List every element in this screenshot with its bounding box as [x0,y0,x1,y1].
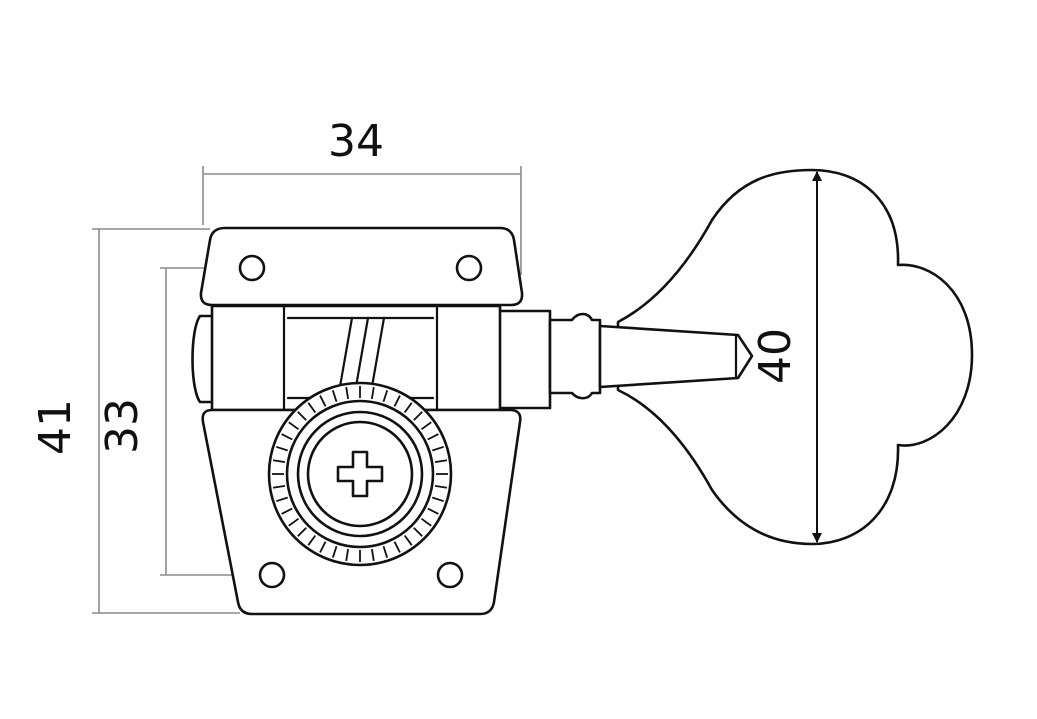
serration-tick [434,459,448,463]
mounting-hole-top-left [238,254,266,282]
housing-end-cap [191,314,216,404]
serration-tick [288,517,300,527]
serration-tick [272,459,286,463]
phillips-screw-icon [336,450,384,498]
serration-tick [281,507,293,515]
serration-tick [345,386,349,400]
top-mounting-plate [199,226,524,307]
serration-tick [307,402,317,414]
dimension-label-34: 34 [328,116,384,167]
serration-tick [382,546,389,558]
serration-tick [403,534,413,546]
key-butterfly-outline [616,168,974,546]
shaft-neck [548,312,602,400]
gear-housing [191,304,502,412]
serration-tick [297,527,307,537]
shaft-collar [496,309,552,410]
serration-tick [420,517,432,527]
serration-tick [427,507,439,515]
bushing [267,381,453,567]
serration-tick [371,548,375,562]
serration-tick [413,527,423,537]
serration-tick [432,496,444,503]
serration-tick [307,534,317,546]
tuner-shaft [496,309,754,410]
serration-tick [393,395,401,407]
dimension-label-40: 40 [750,328,801,384]
mounting-hole-top-right [455,254,483,282]
serration-tick [393,541,401,553]
serration-tick [319,541,327,553]
serration-tick [434,485,448,489]
serration-tick [276,496,288,503]
serration-tick [319,395,327,407]
serration-tick [403,402,413,414]
serration-tick [288,421,300,431]
serration-tick [432,445,444,452]
shaft-spindle [598,324,754,389]
serration-tick [276,445,288,452]
serration-tick [297,411,307,421]
serration-tick [382,390,389,402]
dimension-lines [92,166,522,614]
serration-tick [331,390,338,402]
serration-tick [272,485,286,489]
serration-tick [331,546,338,558]
serration-tick [420,421,432,431]
mounting-hole-bottom-right [436,561,464,589]
dimension-label-33: 33 [97,398,148,454]
tuner-key [616,168,974,546]
serration-tick [427,433,439,441]
mounting-hole-bottom-left [258,561,286,589]
serration-tick [371,386,375,400]
serration-tick [413,411,423,421]
bushing-serrations [272,386,448,562]
serration-tick [281,433,293,441]
dimension-label-41: 41 [30,399,81,455]
serration-tick [345,548,349,562]
